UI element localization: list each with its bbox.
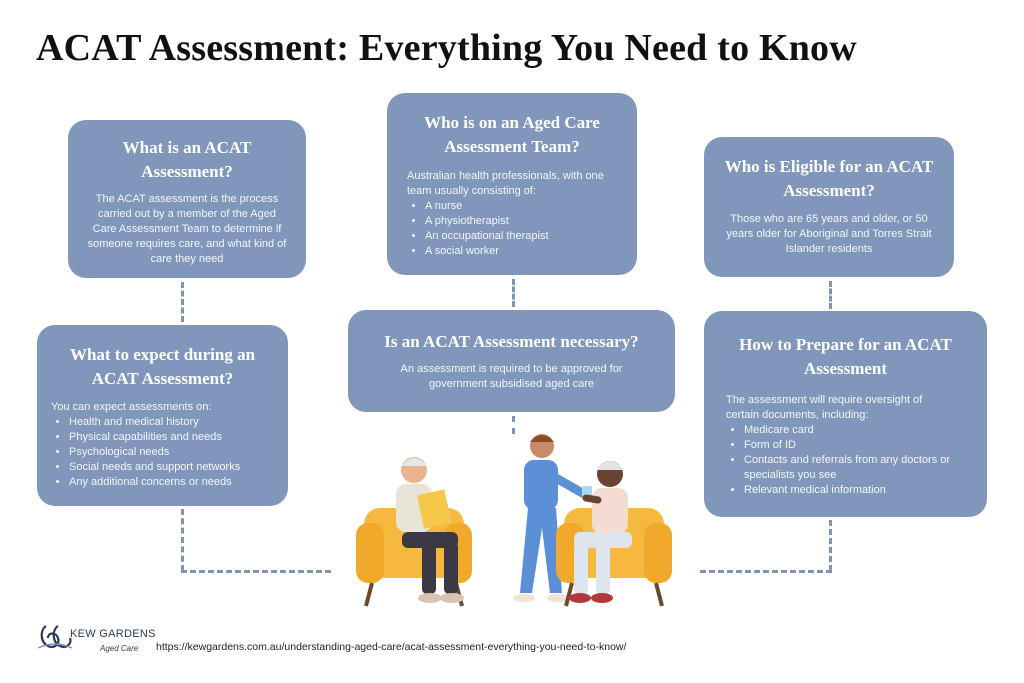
card-expect-list: Health and medical history Physical capa… — [51, 415, 274, 490]
card-expect: What to expect during an ACAT Assessment… — [37, 325, 288, 506]
list-item: Psychological needs — [69, 445, 274, 460]
card-eligible-body: Those who are 65 years and older, or 50 … — [726, 213, 932, 255]
card-eligible: Who is Eligible for an ACAT Assessment? … — [704, 137, 954, 277]
list-item: Social needs and support networks — [69, 460, 274, 475]
card-who-is-on-intro: Australian health professionals, with on… — [407, 170, 604, 197]
card-what-is-heading: What is an ACAT Assessment? — [122, 138, 252, 181]
card-who-is-on-list: A nurse A physiotherapist An occupationa… — [407, 199, 617, 259]
list-item: Physical capabilities and needs — [69, 430, 274, 445]
connector-line — [181, 509, 184, 571]
list-item: Form of ID — [744, 438, 957, 453]
source-url[interactable]: https://kewgardens.com.au/understanding-… — [156, 641, 627, 653]
list-item: A physiotherapist — [425, 214, 617, 229]
card-necessary-heading: Is an ACAT Assessment necessary? — [384, 332, 639, 351]
nurse — [513, 434, 592, 602]
list-item: Health and medical history — [69, 415, 274, 430]
card-necessary: Is an ACAT Assessment necessary? An asse… — [348, 310, 675, 412]
care-illustration — [356, 434, 672, 607]
card-prepare-list: Medicare card Form of ID Contacts and re… — [726, 423, 965, 498]
card-necessary-body: An assessment is required to be approved… — [400, 363, 623, 390]
list-item: A nurse — [425, 199, 617, 214]
card-prepare-intro: The assessment will require oversight of… — [726, 394, 923, 421]
logo-name: KEW GARDENS — [70, 628, 156, 640]
list-item: A social worker — [425, 244, 617, 259]
card-what-is: What is an ACAT Assessment? The ACAT ass… — [68, 120, 306, 278]
connector-line — [829, 520, 832, 571]
page-title: ACAT Assessment: Everything You Need to … — [36, 27, 857, 69]
list-item: Relevant medical information — [744, 483, 957, 498]
card-who-is-on: Who is on an Aged Care Assessment Team? … — [387, 93, 637, 275]
elderly-woman — [569, 461, 632, 603]
card-expect-heading: What to expect during an ACAT Assessment… — [69, 345, 256, 388]
list-item: Any additional concerns or needs — [69, 475, 274, 490]
list-item: Contacts and referrals from any doctors … — [744, 453, 957, 483]
connector-line — [829, 281, 832, 309]
card-who-is-on-heading: Who is on an Aged Care Assessment Team? — [424, 113, 600, 156]
card-eligible-heading: Who is Eligible for an ACAT Assessment? — [724, 157, 934, 200]
card-prepare-heading: How to Prepare for an ACAT Assessment — [739, 335, 952, 378]
list-item: Medicare card — [744, 423, 957, 438]
card-prepare: How to Prepare for an ACAT Assessment Th… — [704, 311, 987, 517]
elderly-man — [396, 457, 464, 603]
connector-line — [512, 416, 515, 434]
kew-gardens-logo-icon — [38, 625, 72, 649]
connector-line — [700, 570, 832, 573]
list-item: An occupational therapist — [425, 229, 617, 244]
card-what-is-body: The ACAT assessment is the process carri… — [87, 193, 287, 265]
connector-line — [181, 282, 184, 322]
connector-line — [181, 570, 331, 573]
connector-line — [512, 279, 515, 307]
logo-subtitle: Aged Care — [100, 644, 139, 653]
card-expect-intro: You can expect assessments on: — [51, 401, 212, 413]
